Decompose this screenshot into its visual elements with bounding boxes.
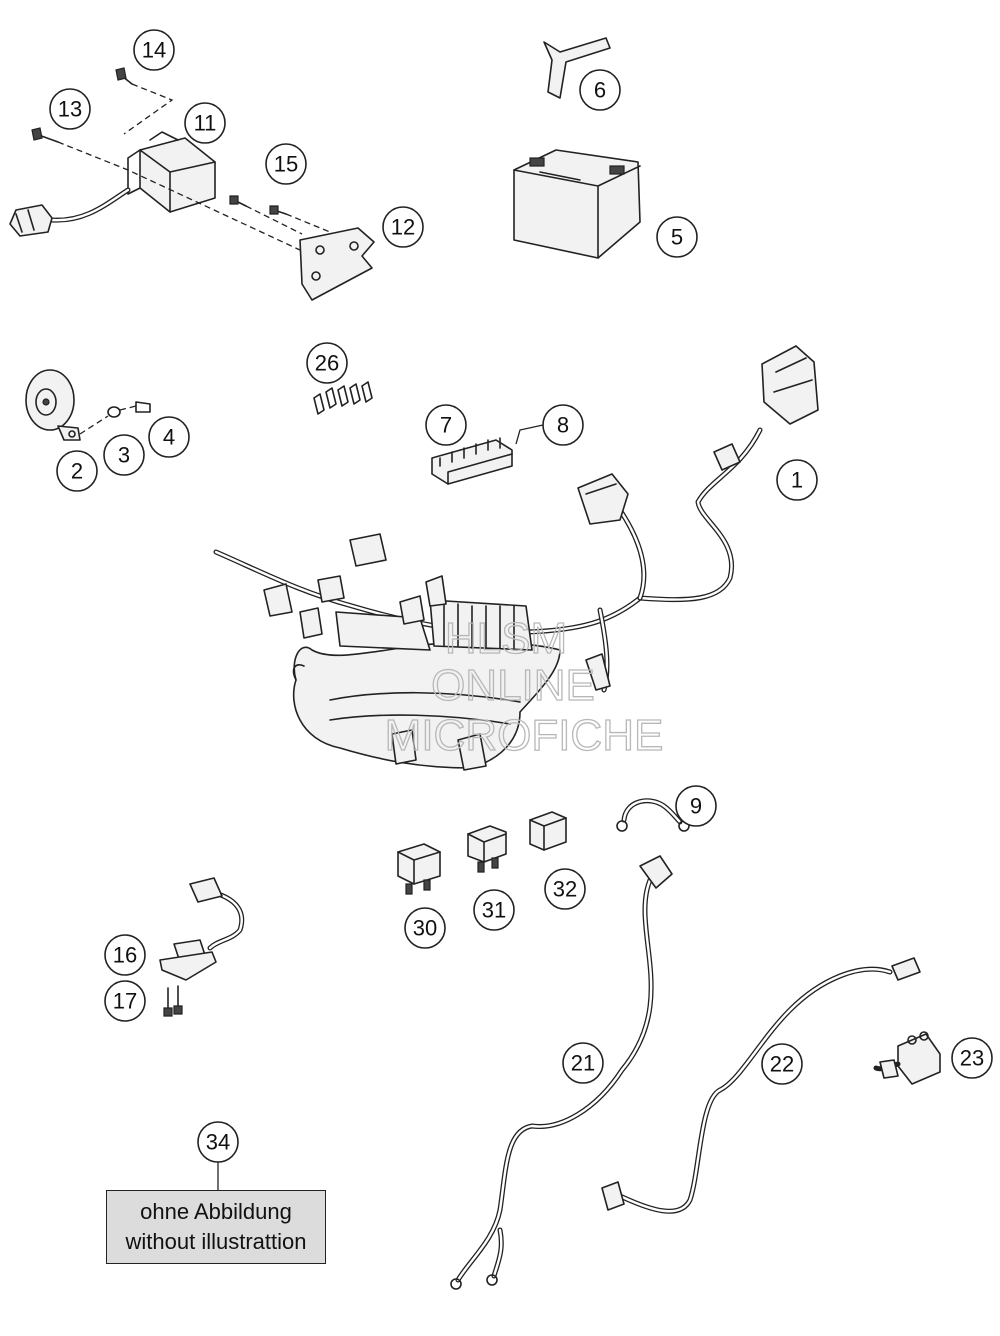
ground-cable [616, 798, 690, 832]
callout-11: 11 [184, 102, 226, 144]
svg-text:31: 31 [482, 898, 506, 923]
main-wiring-harness [213, 345, 819, 771]
fuse-box [431, 437, 513, 485]
watermark-line1: HLSM [445, 614, 567, 663]
svg-text:1: 1 [791, 468, 803, 493]
callout-12: 12 [382, 206, 424, 248]
callout-22: 22 [761, 1043, 803, 1085]
starter-relay-part [873, 1031, 941, 1085]
svg-text:26: 26 [315, 351, 339, 376]
callout-16: 16 [104, 934, 146, 976]
battery-part [513, 149, 641, 259]
svg-text:30: 30 [413, 916, 437, 941]
svg-text:9: 9 [690, 794, 702, 819]
horn-part [25, 369, 81, 441]
battery-holder-strap [543, 37, 611, 99]
svg-text:4: 4 [163, 425, 175, 450]
callout-5: 5 [656, 216, 698, 258]
svg-text:2: 2 [71, 459, 83, 484]
relay-part [529, 811, 567, 851]
callout-3: 3 [103, 434, 145, 476]
callout-9: 9 [675, 785, 717, 827]
callout-15: 15 [265, 143, 307, 185]
note-line-german: ohne Abbildung [140, 1199, 292, 1224]
sensor-with-cable [159, 877, 245, 1017]
svg-text:7: 7 [440, 413, 452, 438]
svg-text:6: 6 [594, 78, 606, 103]
leader-lines [217, 424, 544, 1190]
svg-text:34: 34 [206, 1130, 230, 1155]
callout-13: 13 [49, 88, 91, 130]
svg-text:23: 23 [960, 1046, 984, 1071]
callout-6: 6 [579, 69, 621, 111]
callout-4: 4 [148, 416, 190, 458]
watermark-line2: ONLINE [431, 661, 595, 710]
svg-text:3: 3 [118, 443, 130, 468]
callout-7: 7 [425, 404, 467, 446]
relay-part [397, 843, 441, 895]
callout-1: 1 [776, 459, 818, 501]
bolts [31, 67, 287, 215]
callout-26: 26 [306, 342, 348, 384]
svg-text:13: 13 [58, 97, 82, 122]
callout-31: 31 [473, 889, 515, 931]
note-box: ohne Abbildung without illustrattion [106, 1190, 326, 1264]
voltage-regulator-part [127, 131, 216, 213]
svg-text:16: 16 [113, 943, 137, 968]
svg-text:32: 32 [553, 877, 577, 902]
callout-8: 8 [542, 404, 584, 446]
callout-23: 23 [951, 1037, 993, 1079]
svg-text:12: 12 [391, 215, 415, 240]
note-line-english: without illustrattion [125, 1229, 307, 1254]
cable-22 [601, 957, 921, 1214]
callout-34: 34 [197, 1121, 239, 1163]
svg-text:15: 15 [274, 152, 298, 177]
regulator-bracket [299, 227, 375, 301]
washer-and-nut [107, 401, 151, 418]
fuses [313, 381, 373, 415]
callout-30: 30 [404, 907, 446, 949]
svg-text:21: 21 [571, 1051, 595, 1076]
svg-text:14: 14 [142, 38, 166, 63]
callout-21: 21 [562, 1042, 604, 1084]
svg-text:11: 11 [194, 111, 217, 136]
callout-17: 17 [104, 980, 146, 1022]
watermark: HLSM ONLINE MICROFICHE [384, 613, 664, 760]
svg-text:8: 8 [557, 413, 569, 438]
callout-2: 2 [56, 450, 98, 492]
watermark-line3: MICROFICHE [385, 711, 664, 760]
callout-14: 14 [133, 29, 175, 71]
svg-text:5: 5 [671, 225, 683, 250]
cable-21 [450, 855, 673, 1290]
regulator-connector-cable [9, 187, 131, 237]
callout-32: 32 [544, 868, 586, 910]
relay-part [467, 825, 507, 873]
svg-text:22: 22 [770, 1052, 794, 1077]
svg-text:17: 17 [113, 989, 137, 1014]
